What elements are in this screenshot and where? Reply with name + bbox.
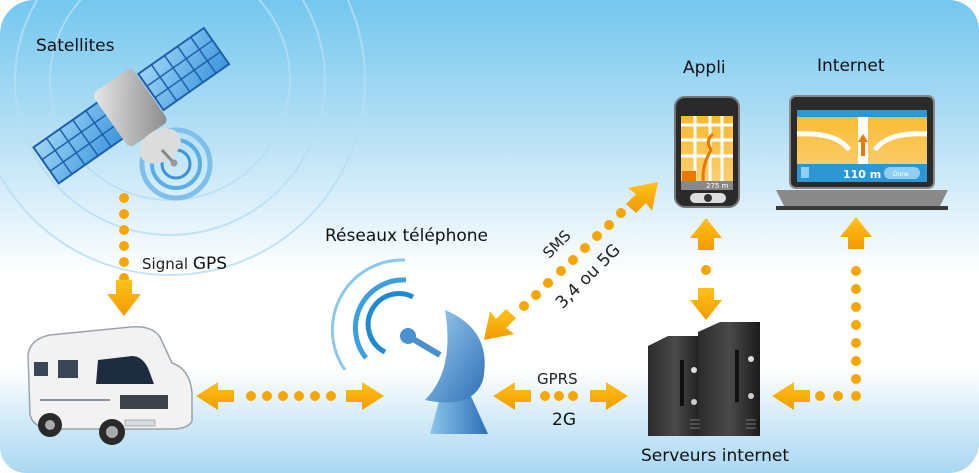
laptop-distance: 110 m	[843, 168, 881, 181]
internet-server-arrow	[772, 217, 872, 410]
appli-label: Appli	[683, 58, 726, 78]
servers-icon	[648, 322, 760, 436]
app-server-arrow	[690, 218, 722, 320]
reseaux-telephone-label: Réseaux téléphone	[325, 226, 488, 246]
gps-signal-label-part2: GPS	[192, 254, 228, 274]
2g-label: 2G	[552, 410, 576, 430]
internet-label: Internet	[817, 56, 885, 76]
laptop-icon: 110 m Done	[776, 95, 948, 210]
cell-tower-icon	[330, 258, 488, 434]
gprs-label: GPRS	[537, 370, 578, 388]
smartphone-icon: 275 m	[674, 96, 740, 208]
gprs-arrow	[493, 382, 628, 410]
camping-car-icon	[27, 325, 193, 445]
gps-signal-label: Signal GPS	[142, 254, 227, 274]
laptop-done-button: Done	[893, 171, 909, 178]
phone-distance: 275 m	[706, 182, 729, 190]
camper-network-arrow	[196, 382, 384, 410]
gps-signal-label-part1: Signal	[142, 255, 189, 273]
gps-signal-arrow	[107, 193, 141, 316]
satellite-dish-icon	[139, 127, 213, 201]
satellite-icon	[32, 26, 231, 185]
sms-diagonal-arrow	[484, 182, 658, 340]
serveurs-internet-label: Serveurs internet	[641, 446, 789, 466]
satellites-label: Satellites	[36, 36, 115, 56]
